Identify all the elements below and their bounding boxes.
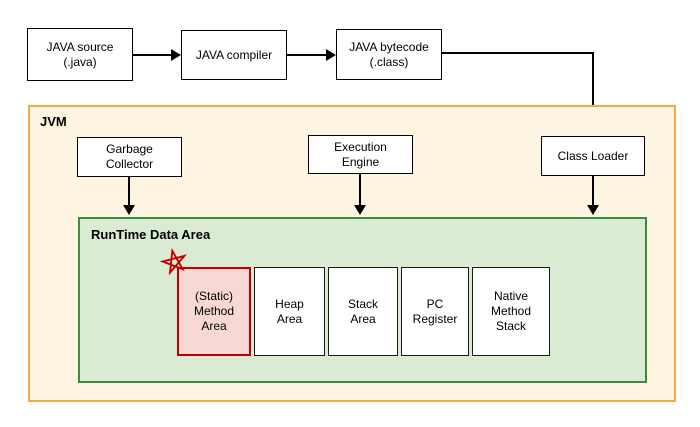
box-garbage-collector-line1: Garbage [106, 142, 153, 157]
box-java-source: JAVA source (.java) [27, 28, 133, 81]
box-class-loader: Class Loader [541, 136, 645, 176]
cell-heap-area: Heap Area [254, 267, 325, 356]
arrow-ee-to-runtime-head [354, 205, 366, 215]
cell-line: Method [193, 304, 235, 318]
box-java-bytecode: JAVA bytecode (.class) [336, 29, 442, 80]
box-java-source-line2: (.java) [63, 54, 97, 69]
box-java-source-line1: JAVA source [46, 39, 114, 54]
box-java-bytecode-line1: JAVA bytecode [349, 39, 429, 54]
box-execution-engine-line2: Engine [341, 154, 380, 169]
cell-line: Area [276, 311, 303, 326]
cell-native-method-stack: Native Method Stack [472, 267, 550, 356]
arrow-gc-to-runtime-head [123, 205, 135, 215]
box-garbage-collector: Garbage Collector [77, 137, 182, 177]
connector-bytecode-vertical [592, 52, 594, 137]
jvm-label: JVM [40, 114, 67, 129]
box-class-loader-label: Class Loader [557, 148, 629, 163]
arrow-ee-to-runtime-line [359, 174, 361, 206]
box-garbage-collector-line2: Collector [105, 157, 154, 171]
cell-stack-area: Stack Area [328, 267, 398, 356]
cell-line: Method [490, 304, 532, 318]
cell-line: Stack [495, 319, 526, 333]
cell-line: PC [426, 296, 444, 311]
arrow-cl-to-runtime-head [587, 205, 599, 215]
box-execution-engine-line1: Execution [334, 139, 387, 154]
runtime-data-area: RunTime Data Area (Static) Method Area H… [78, 217, 647, 383]
cell-line: (Static) [194, 289, 233, 303]
cell-line: Register [412, 311, 458, 326]
box-java-compiler-label: JAVA compiler [195, 47, 273, 62]
runtime-cells-row: (Static) Method Area Heap Area Stack Are… [177, 267, 550, 356]
arrow-compiler-to-bytecode-head [326, 49, 336, 61]
arrow-compiler-to-bytecode-line [287, 54, 326, 56]
cell-line: Area [201, 319, 227, 333]
box-execution-engine: Execution Engine [308, 135, 413, 174]
arrow-gc-to-runtime-line [128, 177, 130, 206]
cell-line: Stack [347, 296, 378, 311]
star-marker-icon [160, 247, 188, 275]
cell-static-method-area: (Static) Method Area [177, 267, 251, 356]
cell-line: Heap [275, 296, 304, 311]
box-java-bytecode-line2: (.class) [369, 54, 409, 69]
cell-line: Native [493, 289, 528, 303]
arrow-source-to-compiler-head [171, 49, 181, 61]
box-java-compiler: JAVA compiler [181, 30, 287, 80]
connector-bytecode-horizontal [442, 52, 594, 54]
cell-pc-register: PC Register [401, 267, 469, 356]
cell-line: Area [350, 311, 376, 326]
arrow-source-to-compiler-line [133, 54, 172, 56]
runtime-data-area-label: RunTime Data Area [91, 227, 211, 242]
arrow-cl-to-runtime-line [592, 176, 594, 206]
